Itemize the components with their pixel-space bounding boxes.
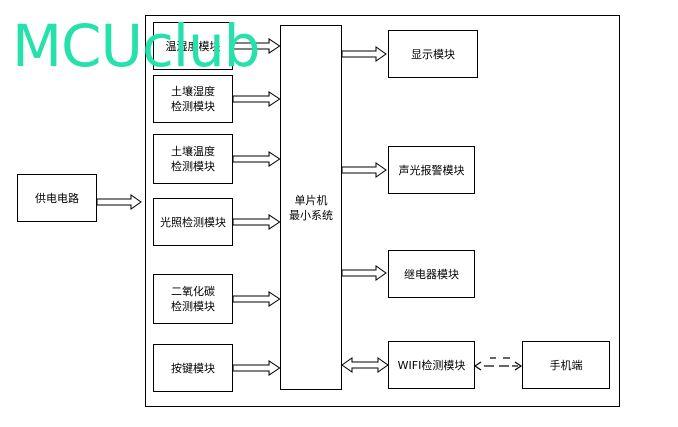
arrow-out-relay	[341, 265, 387, 281]
arrow-sensor-1	[232, 91, 281, 107]
power-supply-label: 供电电路	[35, 191, 79, 205]
sensor-label: 土壤温度 检测模块	[171, 145, 215, 173]
sensor-co2: 二氧化碳 检测模块	[153, 274, 233, 324]
arrow-sensor-3	[232, 214, 281, 230]
arrow-power-in	[96, 194, 142, 210]
arrow-sensor-5	[232, 360, 281, 376]
power-supply-box: 供电电路	[17, 174, 97, 222]
phone-label: 手机端	[549, 358, 583, 372]
output-alarm: 声光报警模块	[388, 146, 475, 194]
output-label: 声光报警模块	[398, 163, 465, 177]
sensor-label: 二氧化碳 检测模块	[171, 285, 215, 313]
wireless-link	[473, 357, 523, 371]
arrow-sensor-2	[232, 151, 281, 167]
output-wifi: WIFI检测模块	[388, 341, 475, 389]
sensor-label: 按键模块	[171, 361, 215, 375]
sensor-label: 土壤湿度 检测模块	[171, 85, 215, 113]
sensor-temp-humidity: 温湿度模块	[153, 22, 233, 70]
output-label: WIFI检测模块	[397, 358, 466, 372]
output-relay: 继电器模块	[388, 250, 475, 298]
output-display: 显示模块	[388, 30, 478, 78]
arrow-mcu-wifi	[341, 357, 389, 373]
sensor-soil-humidity: 土壤湿度 检测模块	[153, 75, 233, 123]
mcu-label: 单片机 最小系统	[289, 193, 333, 222]
system-frame	[145, 15, 620, 407]
watermark-logo: MCUclub	[12, 12, 261, 80]
arrow-sensor-4	[232, 291, 281, 307]
output-label: 显示模块	[411, 47, 455, 61]
mcu-box: 单片机 最小系统	[280, 25, 342, 390]
output-label: 继电器模块	[404, 267, 459, 281]
sensor-label: 光照检测模块	[160, 215, 226, 229]
key-module: 按键模块	[153, 344, 233, 392]
sensor-label: 温湿度模块	[165, 39, 221, 53]
phone-box: 手机端	[522, 341, 610, 389]
sensor-light: 光照检测模块	[153, 198, 233, 246]
arrow-out-alarm	[341, 162, 387, 178]
arrow-out-display	[341, 46, 387, 62]
